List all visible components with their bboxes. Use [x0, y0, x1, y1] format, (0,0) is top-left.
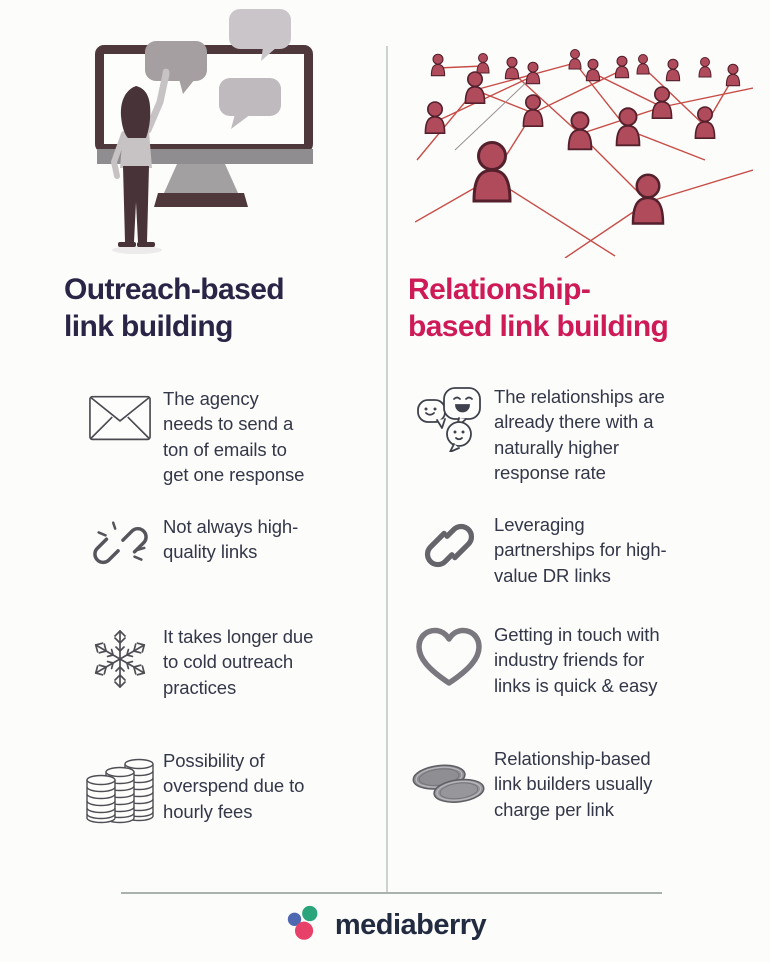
list-item-text: The relationships are already there with… — [494, 386, 665, 484]
heart-icon — [404, 622, 494, 690]
woman-at-monitor-illustration — [58, 2, 380, 264]
list-item-text: Possibility of overspend due to hourly f… — [163, 750, 305, 822]
list-item: Leveraging partnerships for high- value … — [404, 512, 744, 588]
list-item: Not always high- quality links — [76, 514, 376, 578]
chat-bubbles-icon — [404, 384, 494, 452]
list-item: It takes longer due to cold outreach pra… — [76, 624, 376, 700]
snowflake-icon — [76, 624, 163, 694]
list-item-text: Leveraging partnerships for high- value … — [494, 514, 667, 586]
broken-link-icon — [76, 514, 163, 578]
speech-bubble-left — [145, 41, 207, 94]
list-item-text: The agency needs to send a ton of emails… — [163, 388, 305, 486]
list-item-text: Relationship-based link builders usually… — [494, 748, 653, 820]
network-people-illustration — [415, 30, 753, 258]
speech-bubble-center — [219, 78, 281, 129]
speech-bubble-top — [229, 9, 291, 61]
horizontal-divider — [121, 892, 662, 894]
left-column-title: Outreach-based link building — [64, 273, 285, 343]
list-item-text: Not always high- quality links — [163, 516, 299, 563]
brand-name: mediaberry — [334, 908, 487, 941]
footer-brand: mediaberry — [0, 904, 770, 946]
list-item: The agency needs to send a ton of emails… — [76, 386, 376, 487]
envelope-icon — [76, 386, 163, 444]
mediaberry-logo-icon — [284, 904, 326, 946]
coins-icon — [404, 746, 494, 814]
list-item-text: It takes longer due to cold outreach pra… — [163, 626, 314, 698]
vertical-divider — [386, 46, 388, 892]
right-column-title: Relationship- based link building — [408, 273, 669, 343]
list-item-text: Getting in touch with industry friends f… — [494, 624, 660, 696]
chain-link-icon — [404, 512, 494, 580]
list-item: Getting in touch with industry friends f… — [404, 622, 744, 698]
list-item: The relationships are already there with… — [404, 384, 744, 485]
list-item: Possibility of overspend due to hourly f… — [76, 748, 376, 824]
coin-stacks-icon — [76, 748, 163, 824]
list-item: Relationship-based link builders usually… — [404, 746, 744, 822]
